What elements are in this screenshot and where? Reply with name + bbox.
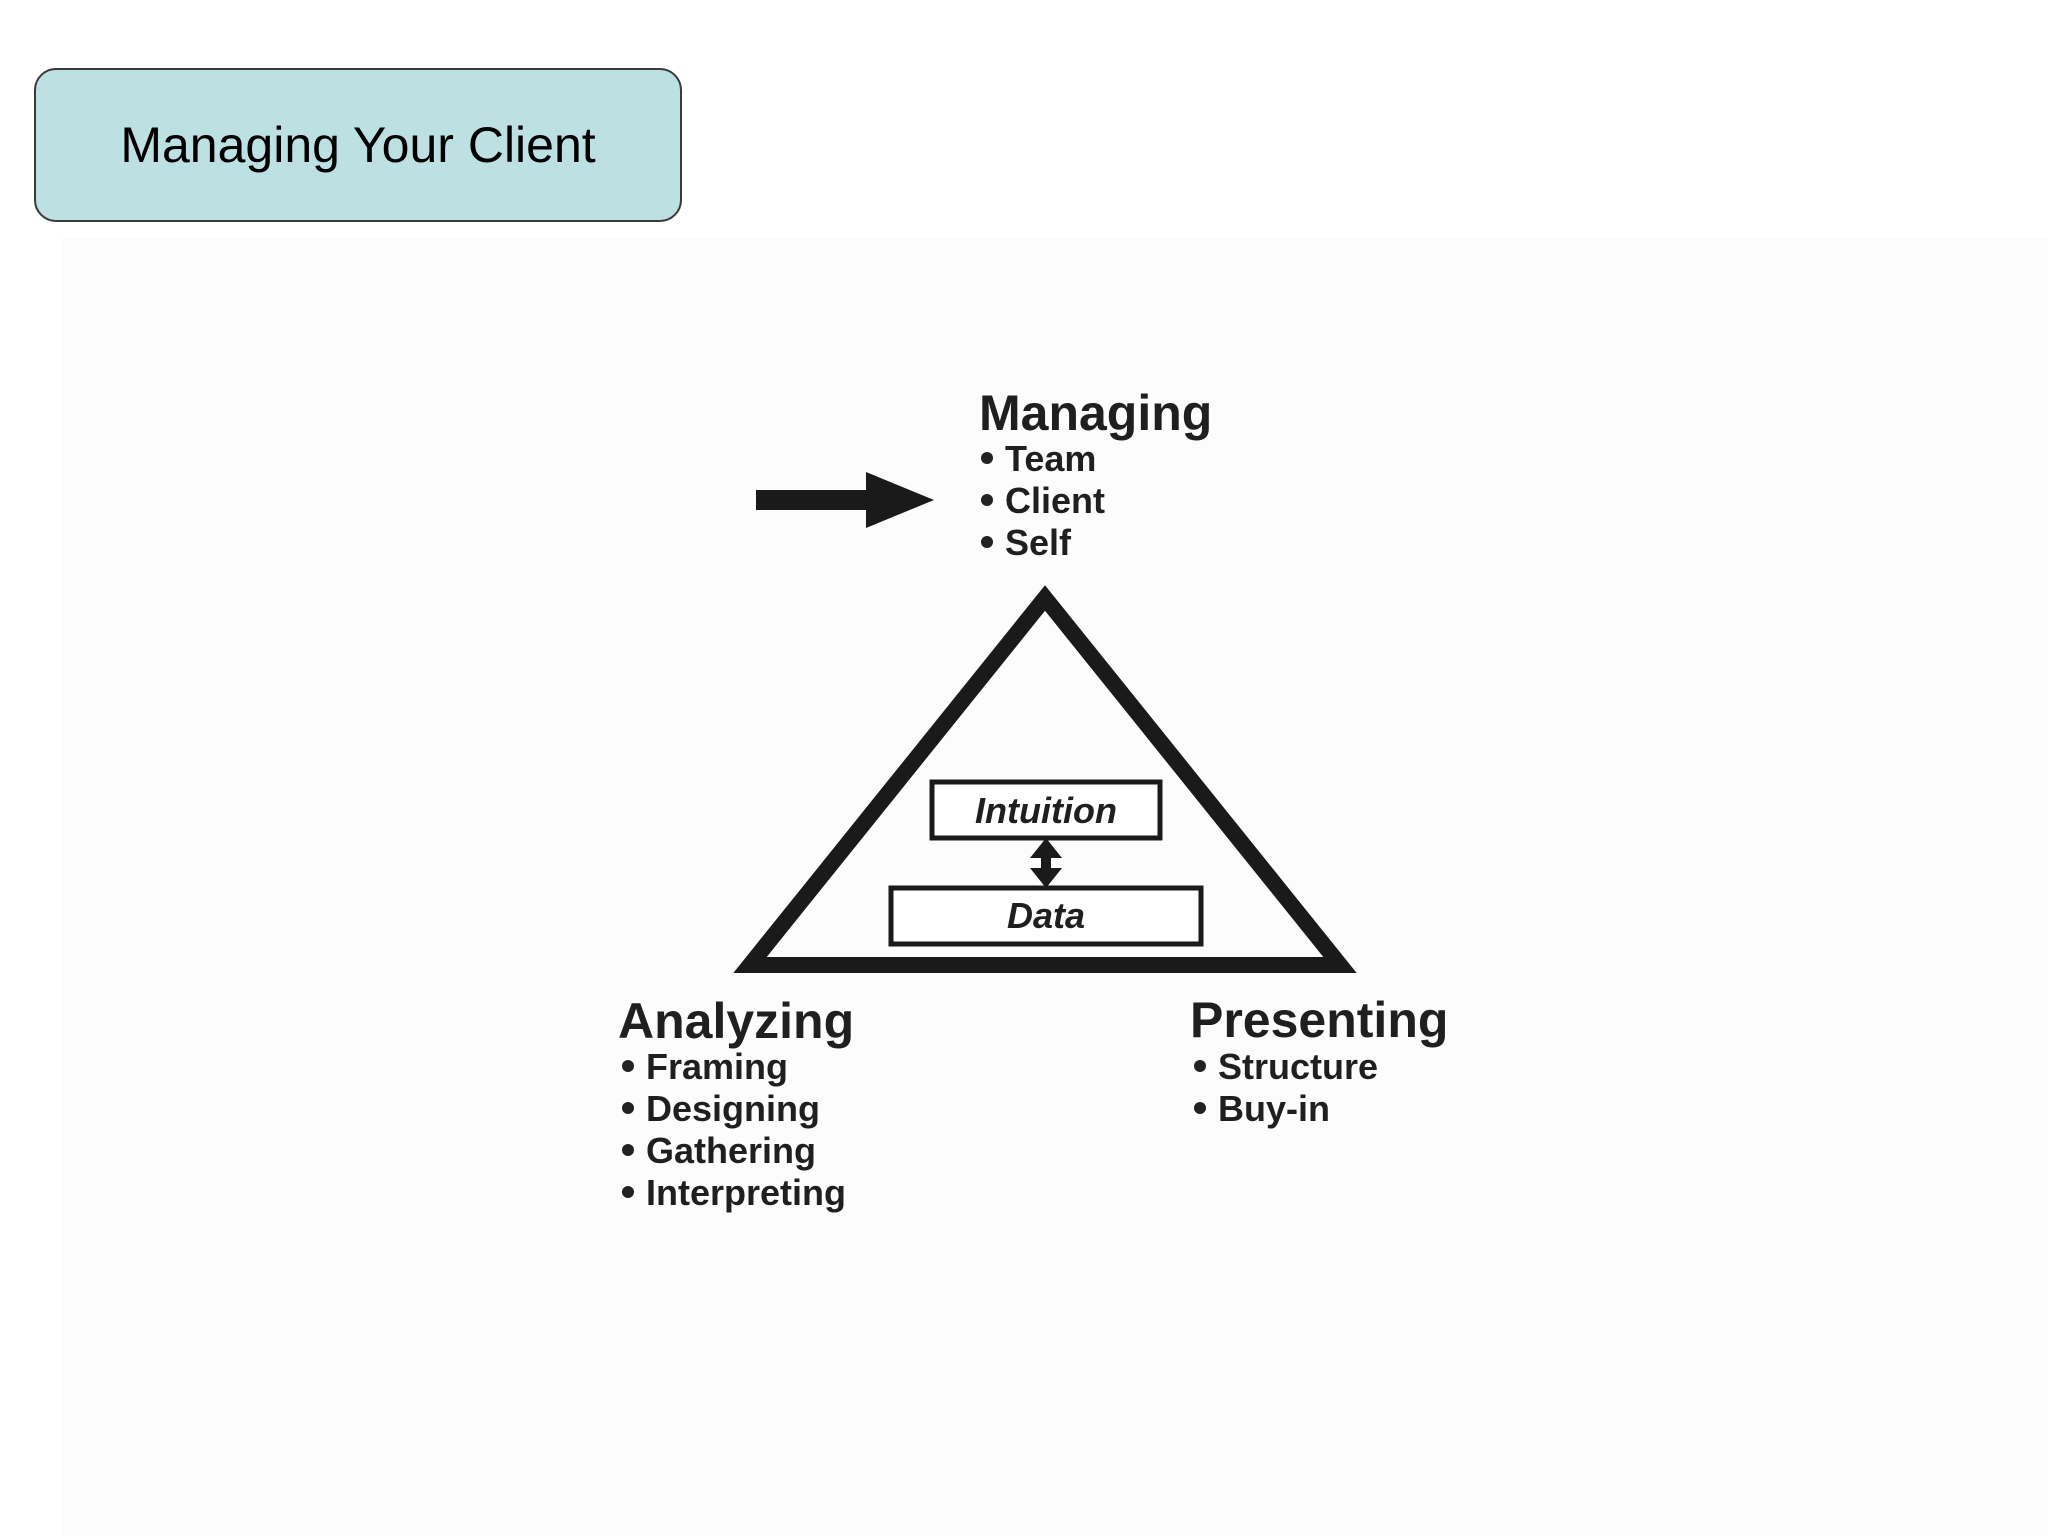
- intuition-box: [929, 779, 1163, 841]
- intuition-label: Intuition: [975, 790, 1117, 831]
- bullet-icon: [1194, 1102, 1206, 1114]
- analyzing-item-gathering: Gathering: [646, 1130, 816, 1171]
- bullet-icon: [981, 494, 993, 506]
- bullet-icon: [1194, 1060, 1206, 1072]
- slide-title: Managing Your Client: [120, 117, 596, 173]
- presenting-item-buy-in: Buy-in: [1218, 1088, 1330, 1129]
- presenting-item-structure: Structure: [1218, 1046, 1378, 1087]
- analyzing-item-interpreting: Interpreting: [646, 1172, 846, 1213]
- managing-heading: Managing: [979, 385, 1212, 441]
- managing-item-self: Self: [1005, 522, 1072, 563]
- managing-item-team: Team: [1005, 438, 1096, 479]
- bullet-icon: [622, 1102, 634, 1114]
- analyzing-item-designing: Designing: [646, 1088, 820, 1129]
- analyzing-item-framing: Framing: [646, 1046, 788, 1087]
- analyzing-heading: Analyzing: [618, 993, 854, 1049]
- bullet-icon: [981, 452, 993, 464]
- bullet-icon: [981, 536, 993, 548]
- triangle-outline: [733, 585, 1357, 973]
- up-down-arrow-icon: [1030, 838, 1062, 888]
- data-label: Data: [1007, 895, 1085, 936]
- slide-title-box: Managing Your Client: [34, 68, 682, 222]
- bullet-icon: [622, 1186, 634, 1198]
- bullet-icon: [622, 1144, 634, 1156]
- presenting-heading: Presenting: [1190, 992, 1448, 1048]
- right-arrow-icon: [756, 472, 934, 528]
- data-box: [888, 885, 1204, 947]
- managing-item-client: Client: [1005, 480, 1105, 521]
- bullet-icon: [622, 1060, 634, 1072]
